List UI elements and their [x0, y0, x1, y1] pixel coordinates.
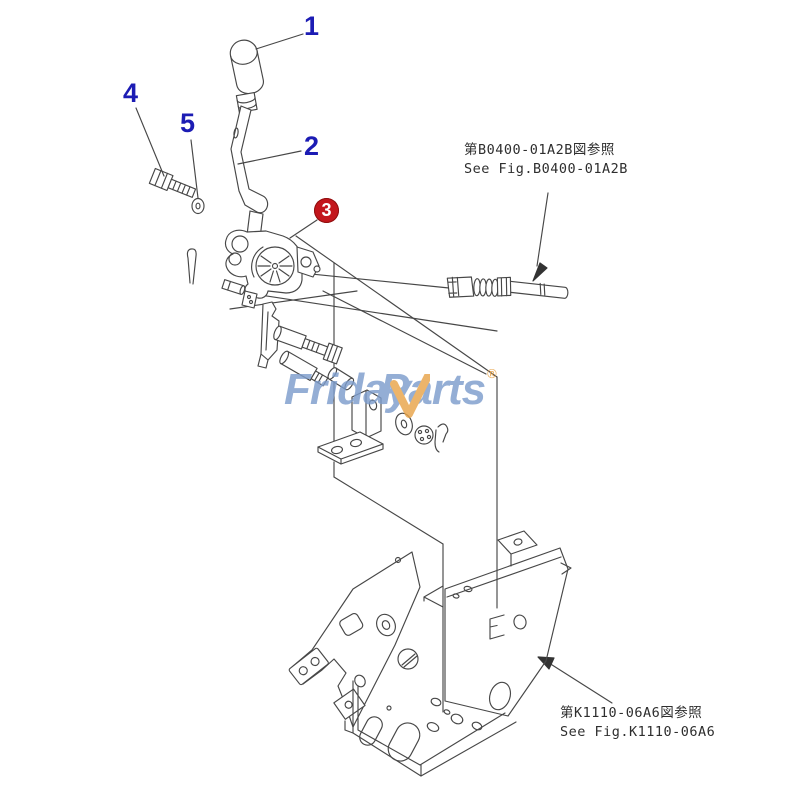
- lever-shaft-drawing: [230, 92, 269, 214]
- callout-leader-lines: [135, 33, 318, 239]
- control-cable-drawing: [446, 276, 569, 299]
- bottom-reference-arrow: [537, 656, 613, 704]
- post-bracket-drawing: [317, 389, 384, 465]
- part-callout-5: 5: [180, 108, 196, 138]
- fig-reference-top: 第B0400-01A2B図参照 See Fig.B0400-01A2B: [464, 141, 628, 179]
- lower-lever-drawing: [257, 301, 355, 391]
- fig-reference-top-en: See Fig.B0400-01A2B: [464, 161, 628, 178]
- part-callout-1: 1: [304, 11, 320, 41]
- part-callout-2: 2: [304, 131, 320, 161]
- construction-lines: [229, 235, 512, 713]
- lever-knob-drawing: [229, 39, 264, 95]
- fig-reference-bottom-en: See Fig.K1110-06A6: [560, 724, 716, 741]
- part-callout-3-highlighted: 3: [314, 198, 339, 223]
- control-assembly-drawing: [221, 210, 321, 309]
- top-reference-arrow: [532, 192, 549, 282]
- washer-drawing: [191, 197, 205, 215]
- fig-reference-bottom-jp: 第K1110-06A6図参照: [560, 705, 703, 721]
- mounting-bracket-drawing: [288, 530, 572, 732]
- part-callout-4: 4: [123, 78, 139, 108]
- fig-reference-top-jp: 第B0400-01A2B図参照: [464, 142, 615, 158]
- box-section-drawing: [344, 680, 517, 777]
- fig-reference-bottom: 第K1110-06A6図参照 See Fig.K1110-06A6: [560, 704, 715, 742]
- washer-nut-pin-drawing: [395, 412, 449, 453]
- bolt-drawing: [148, 167, 197, 198]
- spring-pin-drawing: [186, 248, 197, 285]
